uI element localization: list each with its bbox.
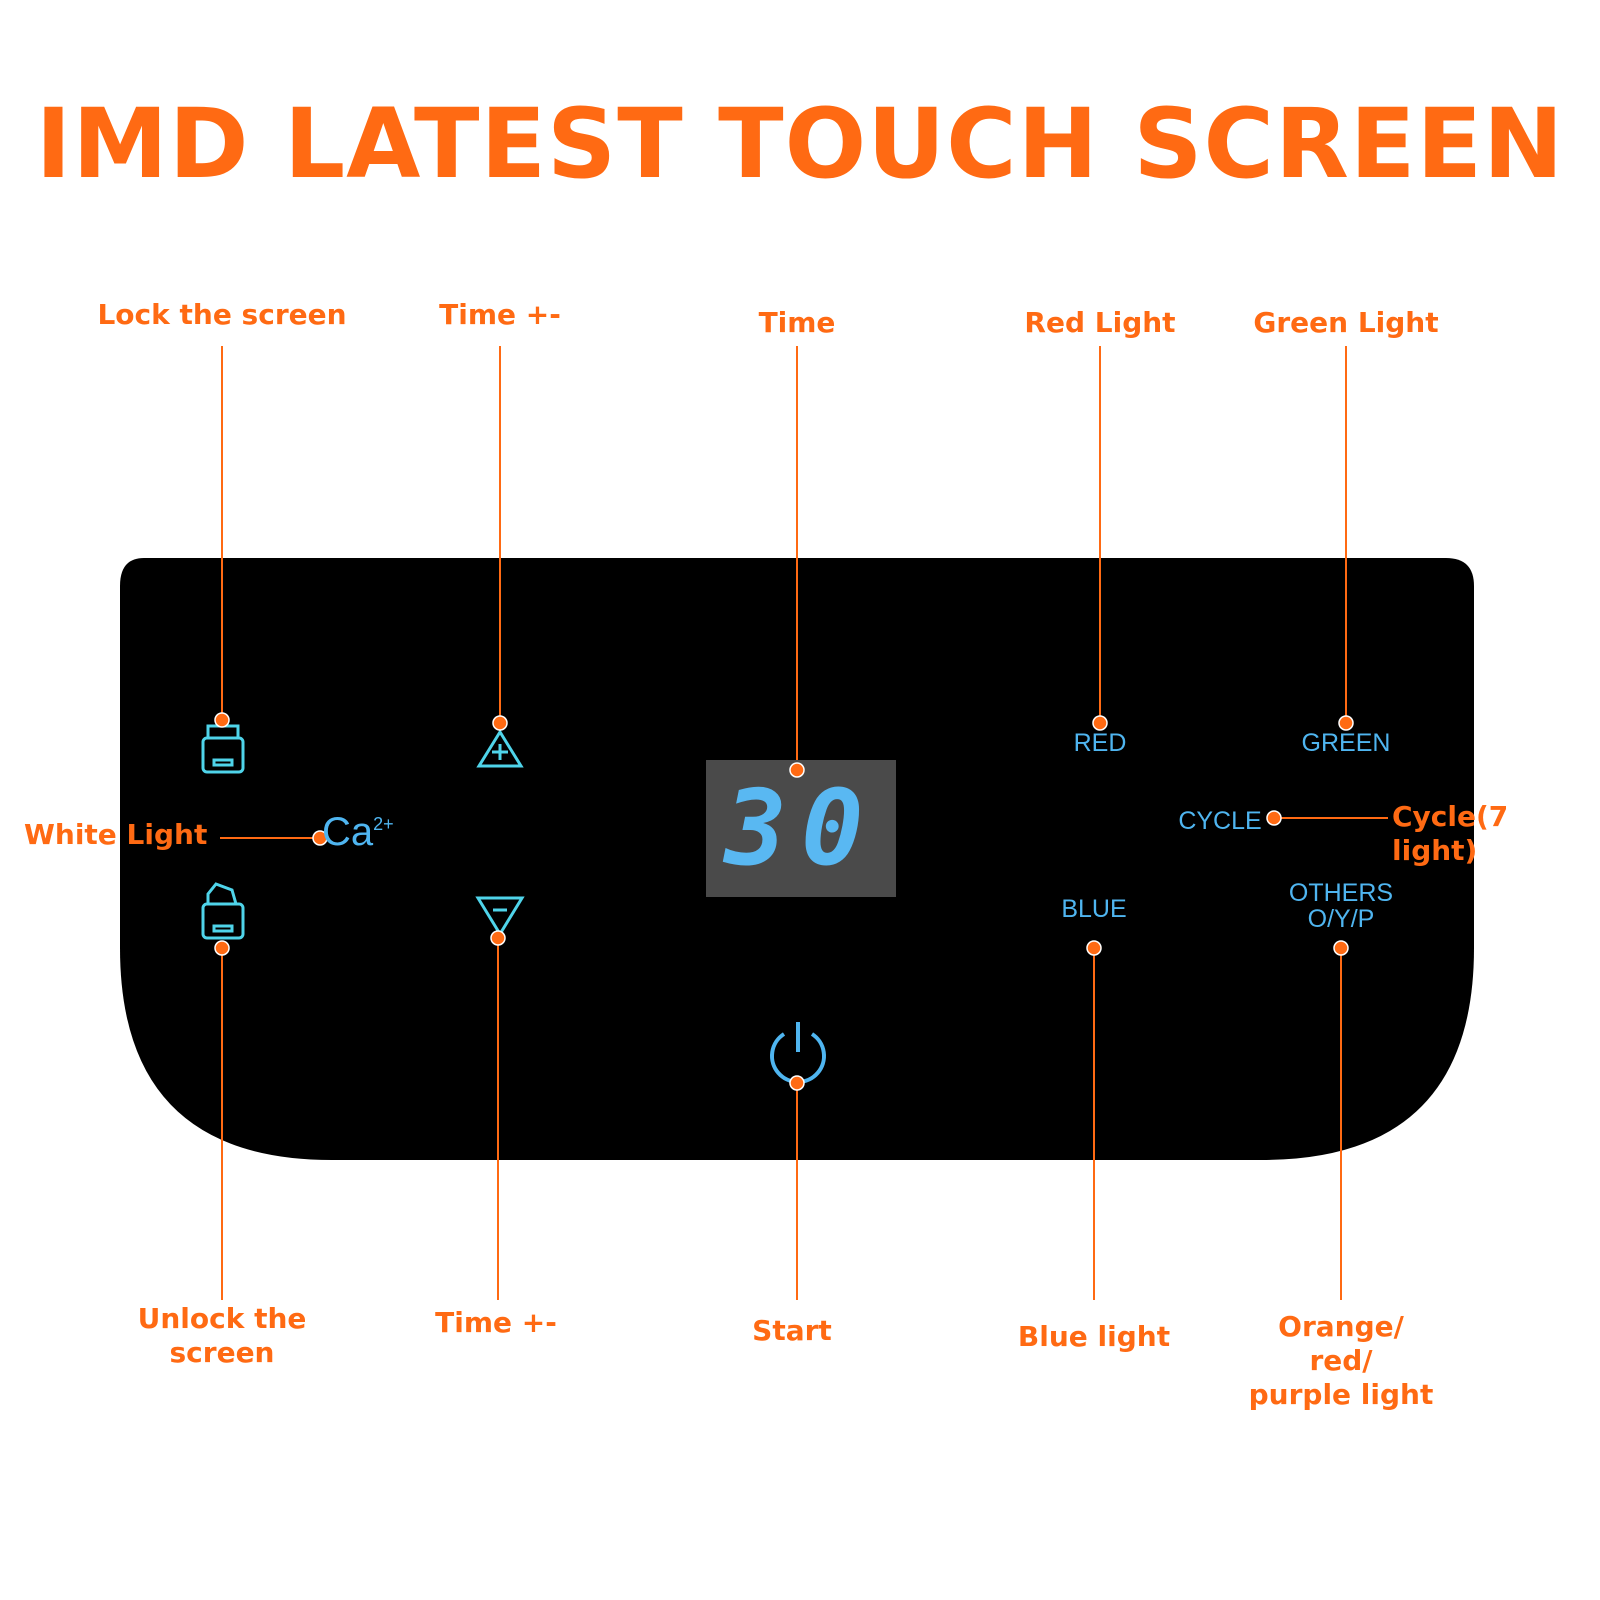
dot-red — [1092, 715, 1108, 731]
dot-time-up — [492, 715, 508, 731]
others-button[interactable]: OTHERS O/Y/P — [1288, 879, 1394, 933]
callout-start: Start — [752, 1314, 832, 1347]
time-up-icon — [476, 729, 524, 768]
callout-orange: Orange/ red/ purple light — [1248, 1310, 1434, 1411]
callout-time: Time — [758, 306, 836, 339]
dot-orange — [1333, 940, 1349, 956]
dot-white — [312, 830, 328, 846]
dot-start — [789, 1075, 805, 1091]
leader-lines — [220, 346, 1388, 1300]
callout-lock: Lock the screen — [97, 298, 347, 331]
callout-white-light: White Light — [24, 818, 208, 851]
dot-cycle — [1266, 810, 1282, 826]
display-value: 30 — [724, 767, 878, 889]
calcium-white-light-button[interactable]: Ca2+ — [322, 810, 394, 854]
cycle-button[interactable]: CYCLE — [1178, 807, 1262, 835]
blue-button[interactable]: BLUE — [1061, 895, 1127, 923]
dot-blue — [1086, 940, 1102, 956]
page-title: IMD LATEST TOUCH SCREEN — [35, 88, 1565, 200]
dot-unlock — [214, 940, 230, 956]
callout-unlock: Unlock the screen — [137, 1302, 307, 1369]
dot-green — [1338, 715, 1354, 731]
calcium-base: Ca — [322, 810, 374, 854]
dot-time-front — [789, 762, 805, 778]
red-button[interactable]: RED — [1073, 729, 1127, 757]
unlock-icon — [201, 882, 245, 940]
callout-time-plus-top: Time +- — [439, 298, 561, 331]
callout-cycle: Cycle(7 light) — [1392, 800, 1509, 867]
dot-lock — [214, 712, 230, 728]
time-down-icon — [475, 896, 525, 937]
callout-time-plus-bottom: Time +- — [435, 1306, 557, 1339]
callout-green-light: Green Light — [1253, 306, 1439, 339]
callout-red-light: Red Light — [1024, 306, 1176, 339]
dot-time-down — [490, 930, 506, 946]
callout-blue-light: Blue light — [1017, 1320, 1171, 1353]
green-button[interactable]: GREEN — [1301, 729, 1391, 757]
calcium-charge: 2+ — [373, 814, 394, 834]
time-display: 30 — [706, 760, 896, 897]
